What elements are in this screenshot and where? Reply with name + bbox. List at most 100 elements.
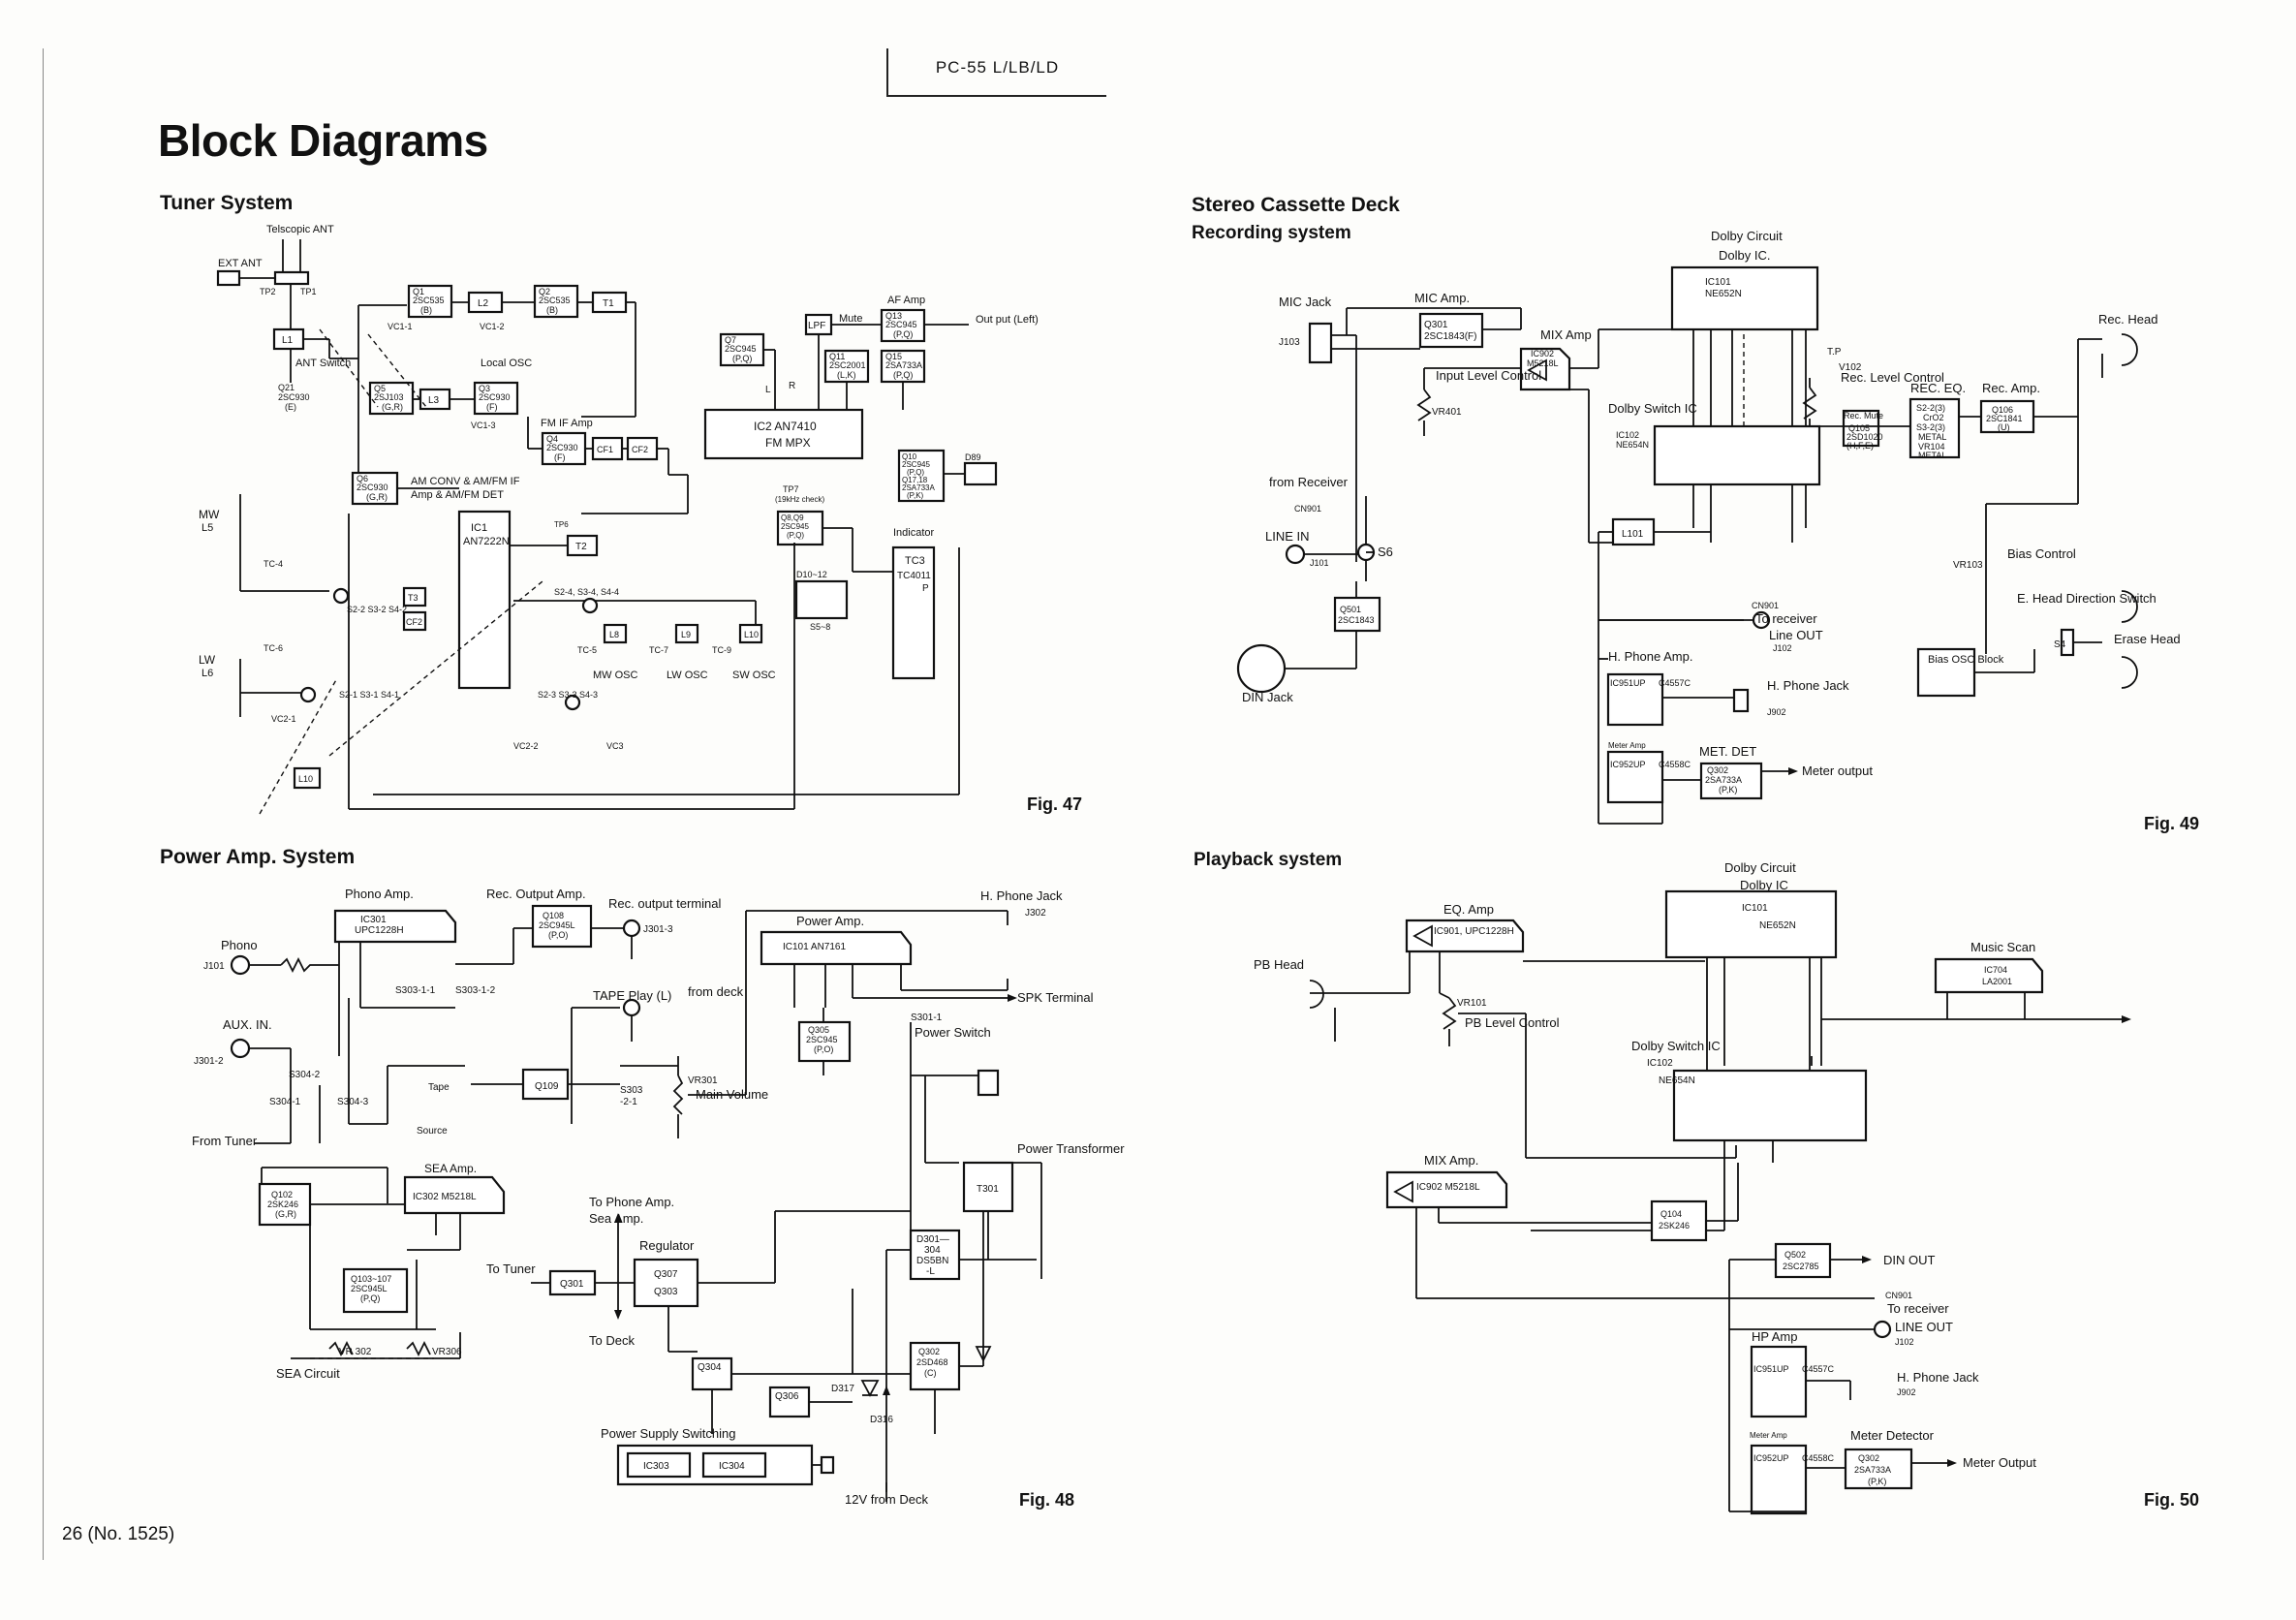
svg-text:Q17,18: Q17,18 [902, 476, 928, 484]
svg-text:Q4: Q4 [546, 434, 558, 444]
svg-text:S301-1: S301-1 [911, 1012, 943, 1023]
svg-text:VR306: VR306 [432, 1347, 462, 1357]
svg-text:TC-7: TC-7 [649, 645, 668, 655]
l9-block [674, 623, 699, 644]
svg-text:(E): (E) [285, 402, 296, 412]
svg-text:VR401: VR401 [1432, 407, 1462, 418]
fig48-label: Fig. 48 [1019, 1490, 1075, 1510]
svg-text:L101: L101 [1622, 529, 1644, 540]
svg-text:(F): (F) [554, 452, 566, 462]
svg-text:Rec. Amp.: Rec. Amp. [1982, 381, 2040, 395]
svg-text:Q106: Q106 [1992, 405, 2013, 415]
playback-labels: Dolby Circuit Dolby IC IC101 NE652N EQ. … [1254, 860, 2036, 1486]
l10b-block [293, 766, 322, 790]
svg-text:L10: L10 [744, 630, 759, 639]
svg-text:Power Amp.: Power Amp. [796, 914, 864, 928]
svg-text:L1: L1 [282, 335, 294, 346]
svg-text:Music Scan: Music Scan [1970, 940, 2035, 954]
svg-text:S303: S303 [620, 1085, 643, 1096]
deck-section-title: Stereo Cassette Deck [1192, 194, 1400, 216]
svg-text:Sea Amp.: Sea Amp. [589, 1211, 643, 1226]
svg-text:Q21: Q21 [278, 383, 295, 392]
svg-text:TC-6: TC-6 [264, 643, 283, 653]
svg-text:Power Supply Switching: Power Supply Switching [601, 1426, 735, 1441]
svg-text:IC102: IC102 [1647, 1058, 1673, 1069]
svg-text:L6: L6 [202, 668, 213, 679]
cf2b-block [402, 610, 427, 632]
svg-text:S304-1: S304-1 [269, 1097, 301, 1107]
svg-text:L: L [765, 385, 771, 395]
rec-eq-block [1908, 397, 1961, 459]
svg-text:J902: J902 [1897, 1387, 1916, 1397]
svg-text:2SK246: 2SK246 [267, 1199, 298, 1209]
svg-text:C4558C: C4558C [1659, 760, 1691, 769]
svg-text:M5218L: M5218L [1527, 358, 1559, 368]
svg-text:Q102: Q102 [271, 1190, 293, 1199]
svg-text:Meter Amp: Meter Amp [1750, 1431, 1787, 1440]
svg-text:2SC1843: 2SC1843 [1338, 615, 1375, 625]
svg-text:(P,Q): (P,Q) [893, 370, 913, 380]
svg-text:CrO2: CrO2 [1923, 413, 1944, 422]
svg-text:CF2: CF2 [406, 617, 422, 627]
svg-text:Q13: Q13 [885, 311, 902, 321]
svg-text:Dolby Switch IC: Dolby Switch IC [1608, 401, 1697, 416]
svg-text:TC-9: TC-9 [712, 645, 731, 655]
svg-text:E. Head Direction Switch: E. Head Direction Switch [2017, 591, 2156, 606]
svg-text:R: R [789, 381, 795, 391]
svg-text:IC102: IC102 [1616, 430, 1639, 440]
svg-text:PB Head: PB Head [1254, 957, 1304, 972]
svg-text:Dolby Circuit: Dolby Circuit [1711, 229, 1783, 243]
rec-ic101-block [1670, 265, 1819, 331]
svg-text:Dolby IC: Dolby IC [1740, 878, 1788, 892]
svg-text:Dolby Circuit: Dolby Circuit [1724, 860, 1796, 875]
svg-text:IC1: IC1 [471, 522, 487, 534]
svg-text:Q11: Q11 [829, 352, 845, 361]
svg-text:2SC945: 2SC945 [806, 1035, 838, 1044]
svg-text:Q103~107: Q103~107 [351, 1274, 391, 1284]
q2-block [533, 284, 579, 319]
ic1-block [457, 510, 512, 690]
svg-text:VC2-1: VC2-1 [271, 714, 296, 724]
svg-text:Q302: Q302 [1707, 765, 1728, 775]
l8-block [603, 623, 628, 644]
svg-text:(C): (C) [924, 1368, 937, 1378]
svg-text:T2: T2 [575, 542, 587, 552]
svg-text:(B): (B) [420, 305, 432, 315]
svg-text:2SD1020: 2SD1020 [1846, 432, 1883, 442]
svg-text:Indicator: Indicator [893, 527, 935, 539]
svg-text:2SC945L: 2SC945L [351, 1284, 388, 1293]
playback-wiring [1309, 889, 2131, 1515]
svg-text:To Phone Amp.: To Phone Amp. [589, 1195, 674, 1209]
svg-text:2SC930: 2SC930 [546, 443, 578, 452]
q301-mic-block [1418, 312, 1484, 349]
rec-mix-amp-block [1519, 347, 1571, 391]
model-label: PC-55 L/LB/LD [935, 58, 1060, 77]
svg-text:2SK246: 2SK246 [1659, 1221, 1690, 1231]
svg-text:DS5BN: DS5BN [916, 1256, 948, 1266]
svg-text:CF1: CF1 [597, 445, 613, 454]
svg-text:IC902 M5218L: IC902 M5218L [1416, 1182, 1480, 1193]
pb-q302-block [1844, 1448, 1913, 1490]
svg-text:To receiver: To receiver [1755, 611, 1817, 626]
svg-text:VR 302: VR 302 [339, 1347, 372, 1357]
svg-text:Q502: Q502 [1784, 1250, 1806, 1260]
svg-text:304: 304 [924, 1245, 941, 1256]
svg-text:VC2-2: VC2-2 [513, 741, 539, 751]
svg-text:H. Phone Jack: H. Phone Jack [1897, 1370, 1979, 1385]
svg-text:H. Phone Jack: H. Phone Jack [980, 888, 1063, 903]
svg-text:D89: D89 [965, 452, 981, 462]
svg-text:Q304: Q304 [698, 1362, 722, 1373]
svg-text:D316: D316 [870, 1415, 893, 1425]
recording-subtitle: Recording system [1192, 223, 1351, 243]
svg-text:Erase Head: Erase Head [2114, 632, 2181, 646]
svg-text:(P,Q): (P,Q) [732, 354, 752, 363]
svg-text:SW OSC: SW OSC [732, 670, 776, 681]
svg-text:Rec. output terminal: Rec. output terminal [608, 896, 721, 911]
svg-text:2SC2001: 2SC2001 [829, 360, 866, 370]
svg-text:(G,R): (G,R) [366, 492, 388, 502]
svg-text:IC704: IC704 [1984, 965, 2007, 975]
svg-text:Amp & AM/FM DET: Amp & AM/FM DET [411, 489, 504, 501]
svg-text:12V from Deck: 12V from Deck [845, 1492, 928, 1507]
svg-text:Rec. Output Amp.: Rec. Output Amp. [486, 887, 586, 901]
